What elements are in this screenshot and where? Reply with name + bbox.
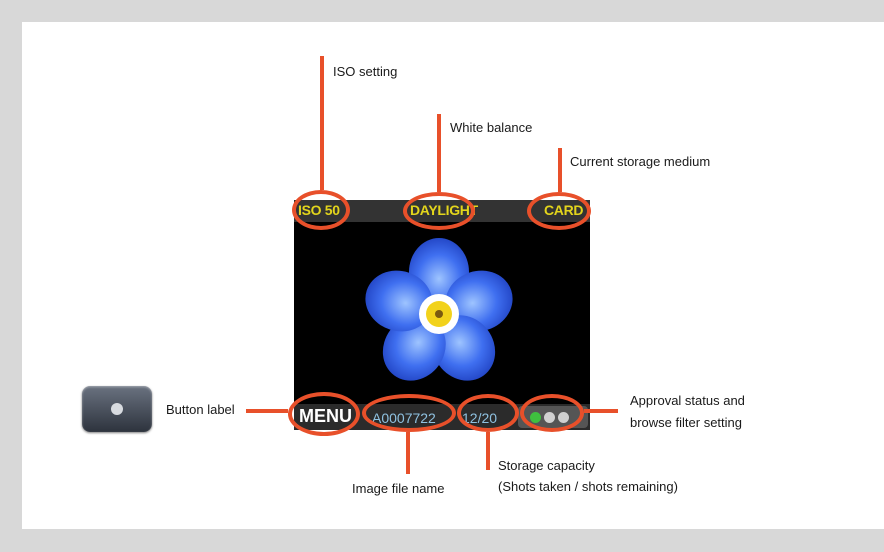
iso-highlight (292, 190, 350, 230)
storage-medium-label: Current storage medium (570, 154, 711, 169)
button-label-callout-line (246, 409, 288, 413)
flower-image (365, 238, 513, 381)
storage-callout-line (558, 148, 562, 192)
white-balance-highlight (403, 192, 475, 230)
file-name-label: Image file name (352, 481, 445, 496)
approval-callout-line (584, 409, 618, 413)
file-name-callout-line (406, 432, 410, 474)
petal-left (365, 270, 433, 332)
file-name-highlight (362, 394, 456, 432)
capacity-callout-line (486, 432, 490, 470)
capacity-highlight (457, 394, 519, 432)
white-balance-label: White balance (450, 120, 533, 135)
approval-highlight (520, 394, 584, 432)
iso-callout-line (320, 56, 324, 190)
iso-setting-label: ISO setting (333, 64, 398, 79)
camera-button[interactable] (82, 386, 152, 432)
storage-capacity-sublabel: (Shots taken / shots remaining) (498, 479, 678, 494)
browse-filter-label: browse filter setting (630, 415, 742, 430)
button-dot-icon (111, 403, 123, 415)
storage-highlight (527, 192, 591, 230)
button-label-label: Button label (166, 402, 235, 417)
flower-eye (435, 310, 443, 318)
white-balance-callout-line (437, 114, 441, 192)
storage-capacity-label: Storage capacity (498, 458, 595, 473)
approval-status-label: Approval status and (630, 393, 745, 408)
menu-highlight (288, 392, 360, 436)
